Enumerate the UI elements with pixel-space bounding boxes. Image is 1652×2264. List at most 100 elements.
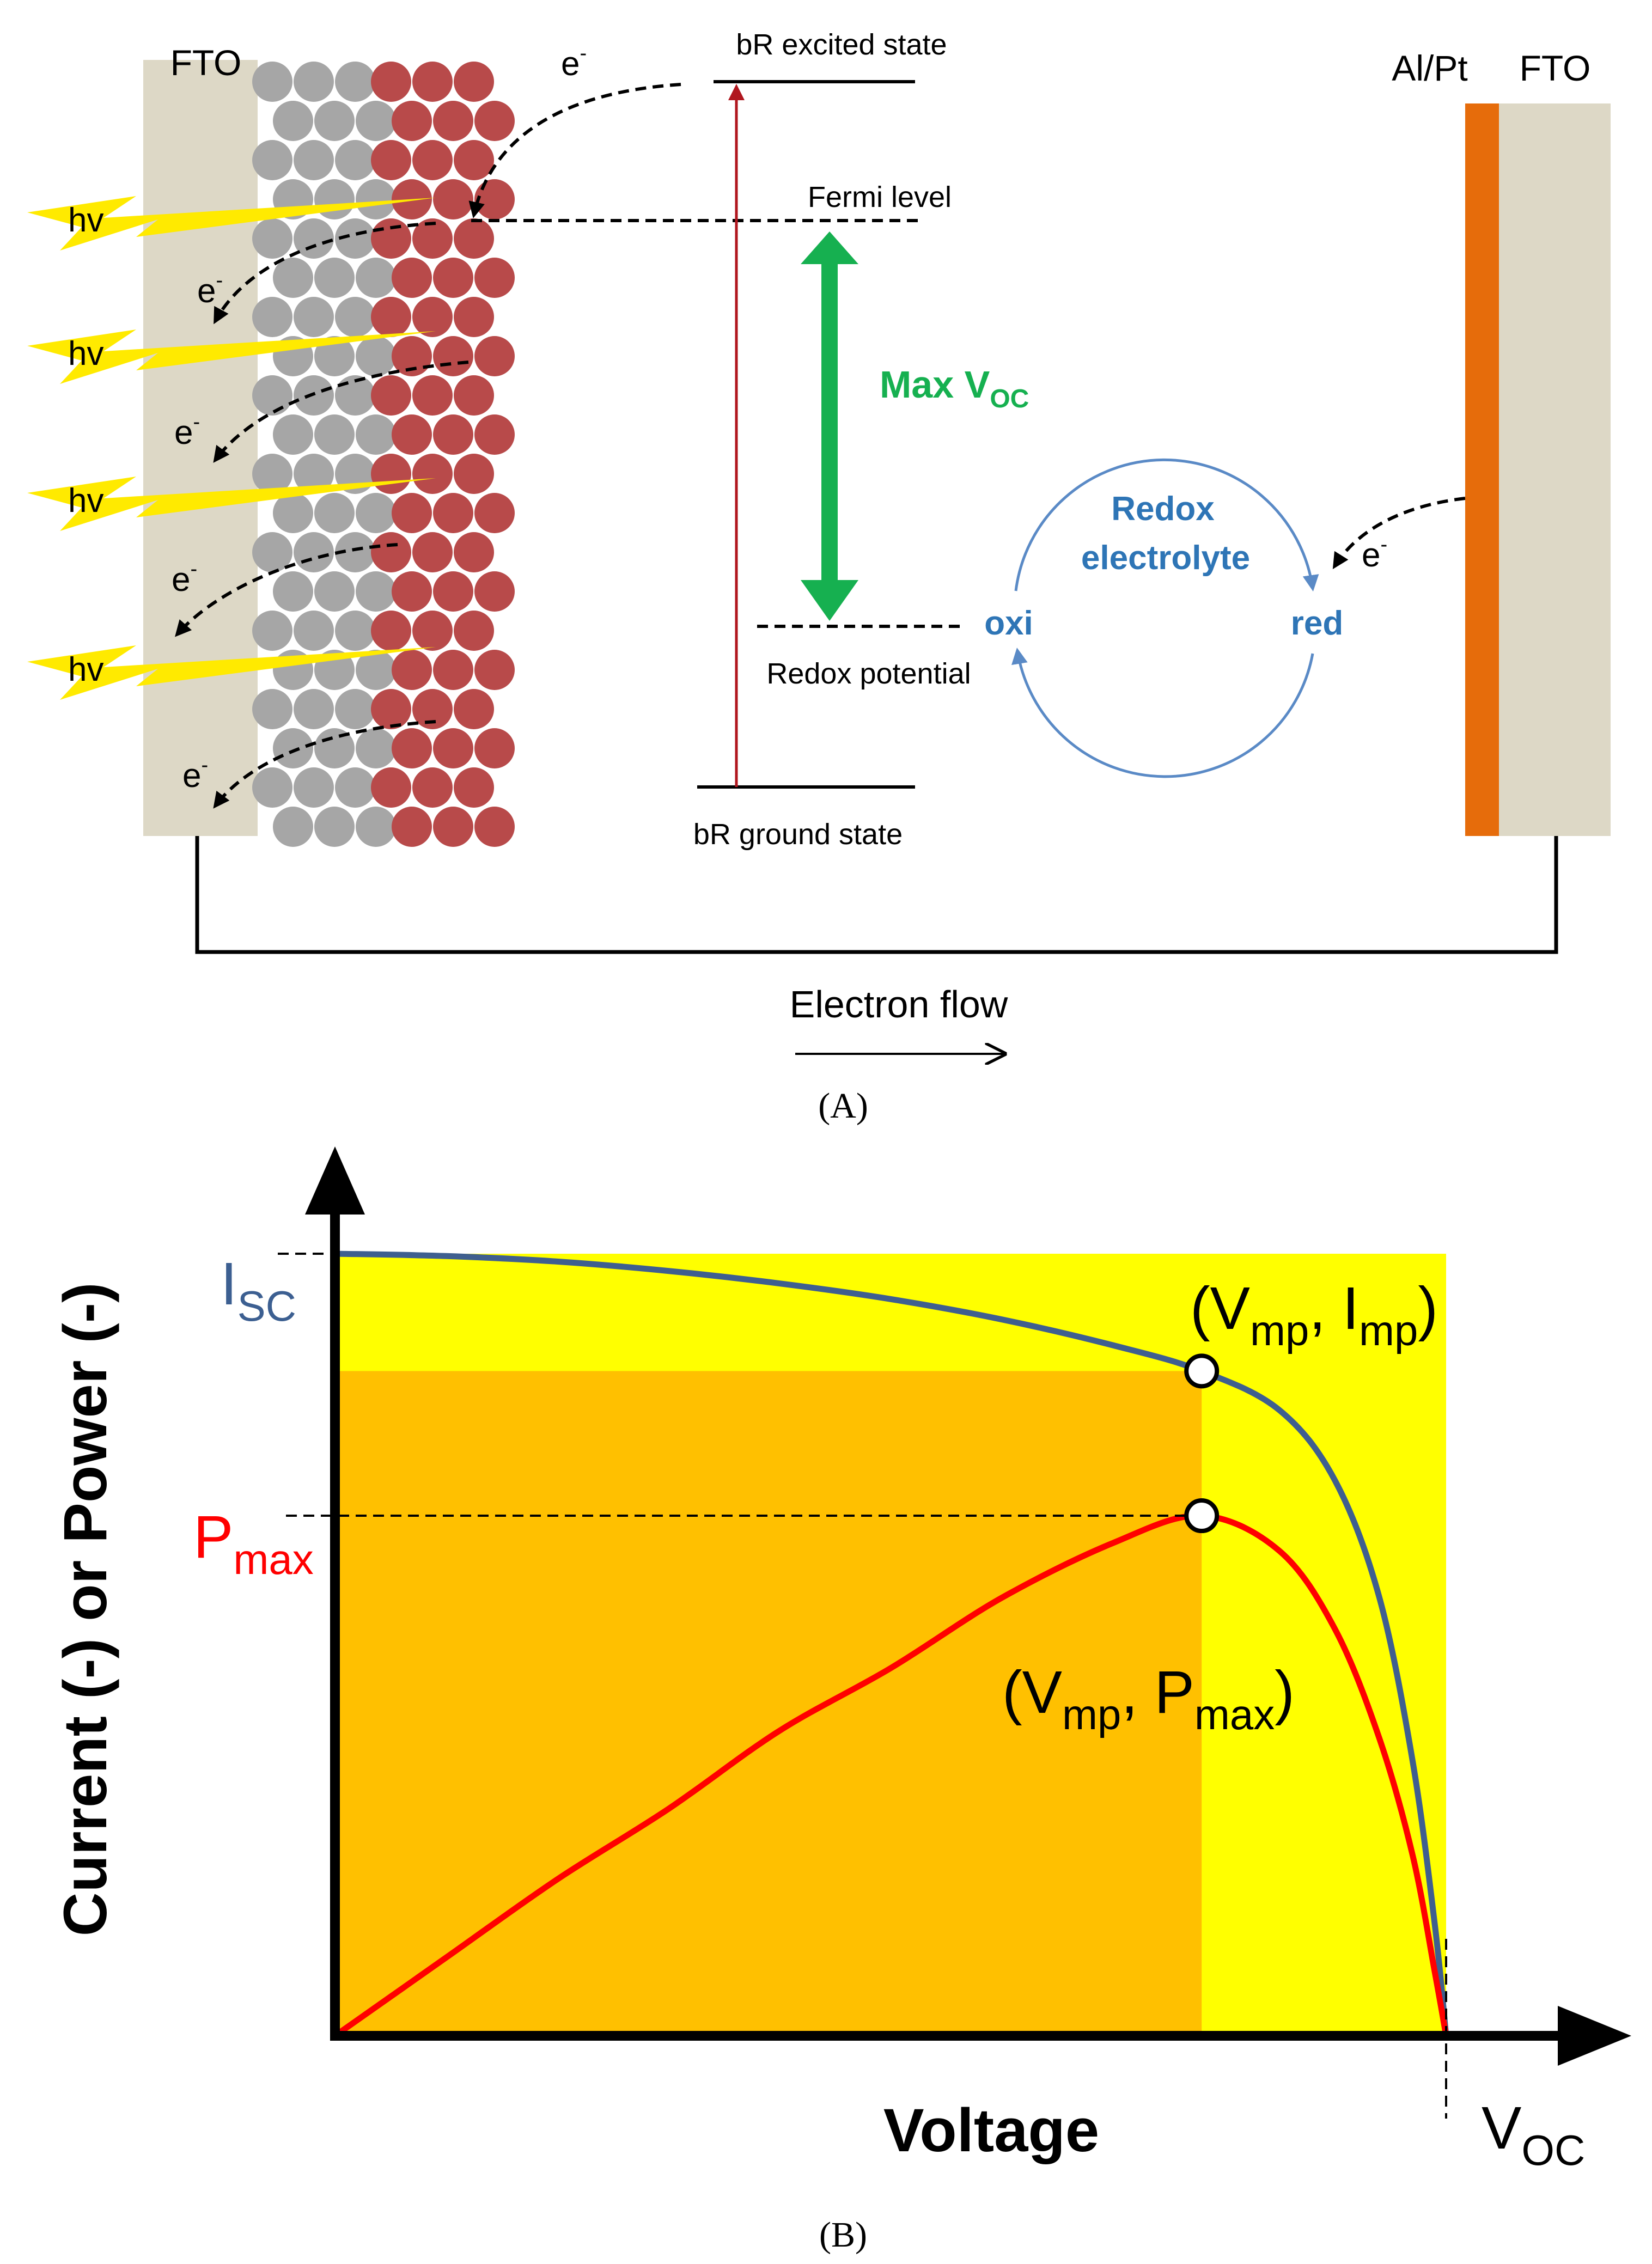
electron-arrow-counter	[1332, 497, 1466, 570]
tio2-particle-layer	[252, 62, 396, 847]
power-voltage-curve	[333, 1512, 1449, 2039]
oxi-label: oxi	[984, 605, 1033, 642]
br-particle	[454, 532, 494, 572]
isc-label: ISC	[221, 1250, 296, 1330]
br-particle	[412, 532, 453, 572]
tio2-particle	[252, 611, 292, 651]
tio2-particle	[294, 62, 334, 102]
br-particle	[412, 689, 453, 729]
br-particle	[392, 807, 432, 847]
br-particle	[392, 728, 432, 768]
br-particle	[433, 807, 473, 847]
ground-state-label: bR ground state	[693, 818, 903, 851]
fto-left-label: FTO	[170, 42, 242, 83]
br-particle	[433, 493, 473, 533]
br-particle	[371, 454, 411, 494]
tio2-particle	[335, 140, 375, 180]
br-particle	[412, 62, 453, 102]
tio2-particle	[273, 414, 313, 455]
tio2-particle	[294, 532, 334, 572]
hv-label-2: hv	[68, 335, 103, 373]
red-label: red	[1291, 605, 1343, 642]
redox-label-line1: Redox	[1111, 490, 1215, 528]
br-particle	[371, 62, 411, 102]
fto-right-electrode	[1499, 103, 1611, 836]
tio2-particle	[356, 414, 396, 455]
tio2-particle	[273, 571, 313, 612]
excited-state-label: bR excited state	[736, 28, 947, 61]
tio2-particle	[356, 571, 396, 612]
electron-arrow-excited	[468, 83, 681, 218]
panel-b-caption: (B)	[819, 2215, 867, 2255]
tio2-particle	[294, 689, 334, 729]
br-particle	[474, 336, 515, 376]
tio2-particle	[294, 218, 334, 259]
fermi-level-label: Fermi level	[808, 181, 952, 213]
br-particle	[412, 767, 453, 808]
br-particle	[392, 571, 432, 612]
tio2-particle	[252, 532, 292, 572]
br-particle	[371, 140, 411, 180]
tio2-particle	[273, 807, 313, 847]
current-voltage-curve	[334, 1250, 1449, 2036]
redox-label-line2: electrolyte	[1081, 539, 1250, 577]
y-axis-label: Current (-) or Power (-)	[51, 1283, 119, 1937]
hv-label-3: hv	[68, 482, 103, 520]
br-particle	[412, 611, 453, 651]
mpp-current-marker	[1184, 1353, 1220, 1389]
br-particle	[433, 650, 473, 690]
br-particle	[454, 140, 494, 180]
max-power-rect	[335, 1371, 1202, 2036]
hv-label-1: hv	[68, 202, 103, 239]
y-axis-arrowhead	[305, 1146, 365, 1215]
light-bolt	[27, 645, 436, 700]
tio2-particle	[252, 689, 292, 729]
br-particle	[371, 611, 411, 651]
mpp-power-marker	[1184, 1498, 1220, 1534]
br-particle	[412, 297, 453, 337]
electron-flow-label: Electron flow	[790, 983, 1008, 1026]
tio2-particle	[335, 611, 375, 651]
tio2-particle	[356, 258, 396, 298]
br-particle	[412, 375, 453, 416]
tio2-particle	[294, 767, 334, 808]
voc-label: VOC	[1482, 2095, 1585, 2174]
redox-arc-bottom	[1011, 648, 1314, 778]
br-particle	[371, 532, 411, 572]
tio2-particle	[356, 101, 396, 141]
br-particle	[433, 414, 473, 455]
tio2-particle	[356, 650, 396, 690]
br-particle	[474, 728, 515, 768]
br-particle	[392, 650, 432, 690]
tio2-particle	[335, 297, 375, 337]
tio2-particle	[252, 218, 292, 259]
tio2-particle	[294, 611, 334, 651]
tio2-particle	[273, 258, 313, 298]
electron-label-counter: e-	[1362, 533, 1387, 574]
panel-b: ISC Pmax (Vmp, Imp) (Vmp, Pmax) VOC Volt…	[51, 1146, 1631, 2255]
tio2-particle	[356, 807, 396, 847]
br-particle	[433, 336, 473, 376]
external-circuit	[195, 836, 1558, 954]
counter-electrode-label: Al/Pt	[1392, 48, 1467, 88]
mpp-current-label: (Vmp, Imp)	[1190, 1275, 1438, 1354]
br-particle	[371, 689, 411, 729]
electron-transfer-arrows	[175, 83, 1466, 809]
electron-label-4: e-	[182, 754, 208, 795]
redox-cycle	[1011, 458, 1319, 778]
light-bolt	[27, 196, 436, 251]
electron-arrow-1	[214, 222, 436, 325]
fto-right-label: FTO	[1520, 48, 1591, 88]
br-particle	[392, 493, 432, 533]
br-particle	[454, 767, 494, 808]
redox-arc-top	[1014, 458, 1319, 591]
br-particle	[454, 689, 494, 729]
br-particle	[474, 258, 515, 298]
br-particle	[454, 62, 494, 102]
br-particle	[474, 807, 515, 847]
br-particle	[392, 101, 432, 141]
tio2-particle	[252, 140, 292, 180]
br-particle	[474, 650, 515, 690]
electron-arrow-2	[213, 361, 469, 463]
br-particle	[433, 728, 473, 768]
